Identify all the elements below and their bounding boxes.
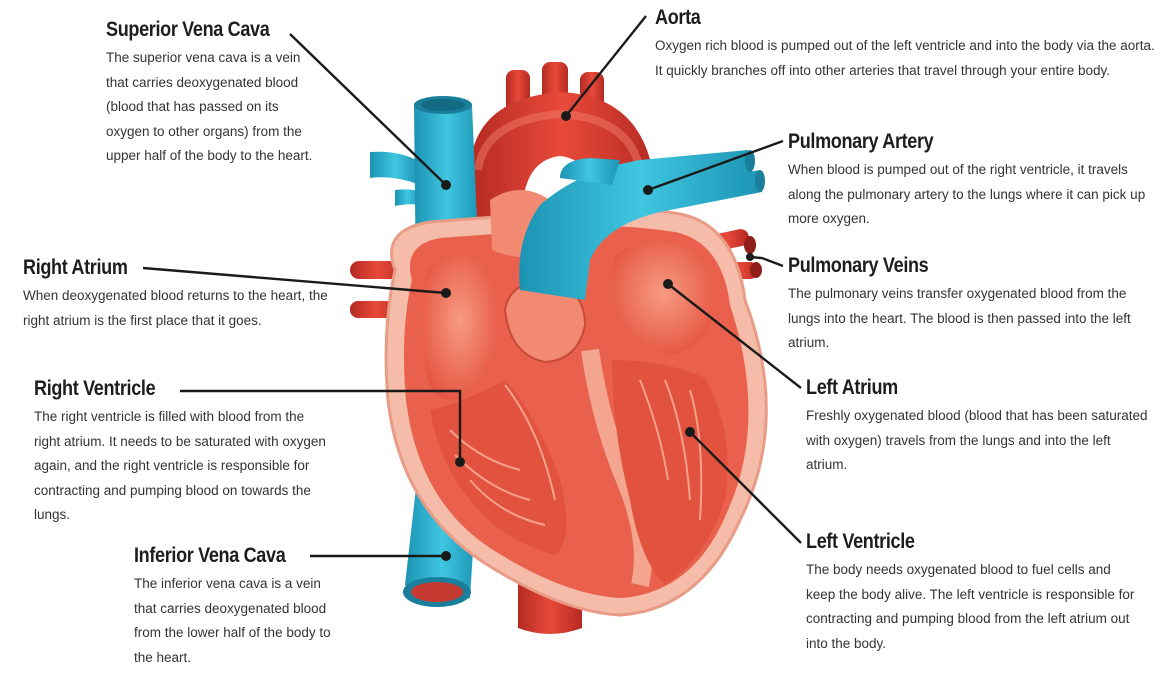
label-superior-vena-cava: Superior Vena Cava The superior vena cav… [106,18,321,169]
right-atrium-description: When deoxygenated blood returns to the h… [23,284,345,333]
superior-vena-cava-description: The superior vena cava is a vein that ca… [106,46,321,169]
leader-line-aorta [566,16,646,116]
aorta-description: Oxygen rich blood is pumped out of the l… [655,34,1160,83]
label-right-atrium: Right Atrium When deoxygenated blood ret… [23,256,345,333]
right-atrium-title: Right Atrium [23,256,300,280]
leader-dot-left-atrium [663,279,673,289]
right-ventricle-description: The right ventricle is filled with blood… [34,405,334,528]
label-left-atrium: Left Atrium Freshly oxygenated blood (bl… [806,376,1151,478]
leader-dot-inferior-vena-cava [441,551,451,561]
label-right-ventricle: Right Ventricle The right ventricle is f… [34,377,334,528]
label-aorta: Aorta Oxygen rich blood is pumped out of… [655,6,1160,83]
aorta-title: Aorta [655,6,1089,30]
pulmonary-veins-title: Pulmonary Veins [788,254,1108,278]
leader-dot-right-ventricle [455,457,465,467]
pulmonary-artery-description: When blood is pumped out of the right ve… [788,158,1160,232]
leader-dot-right-atrium [441,288,451,298]
leader-dot-aorta [561,111,571,121]
label-pulmonary-artery: Pulmonary Artery When blood is pumped ou… [788,130,1160,232]
left-ventricle-title: Left Ventricle [806,530,1090,554]
pulmonary-artery-title: Pulmonary Artery [788,130,1108,154]
left-atrium-title: Left Atrium [806,376,1103,400]
leader-dot-left-ventricle [685,427,695,437]
inferior-vena-cava-title: Inferior Vena Cava [134,544,315,568]
leader-dot-pulmonary-artery [643,185,653,195]
pulmonary-veins-description: The pulmonary veins transfer oxygenated … [788,282,1160,356]
label-left-ventricle: Left Ventricle The body needs oxygenated… [806,530,1136,656]
left-atrium-description: Freshly oxygenated blood (blood that has… [806,404,1151,478]
left-ventricle-description: The body needs oxygenated blood to fuel … [806,558,1136,656]
leader-dot-superior-vena-cava [441,180,451,190]
superior-vena-cava-title: Superior Vena Cava [106,18,291,42]
label-pulmonary-veins: Pulmonary Veins The pulmonary veins tran… [788,254,1160,356]
inferior-vena-cava-description: The inferior vena cava is a vein that ca… [134,572,344,670]
leader-dot-pulmonary-veins [746,253,754,261]
right-ventricle-title: Right Ventricle [34,377,292,401]
label-inferior-vena-cava: Inferior Vena Cava The inferior vena cav… [134,544,344,670]
